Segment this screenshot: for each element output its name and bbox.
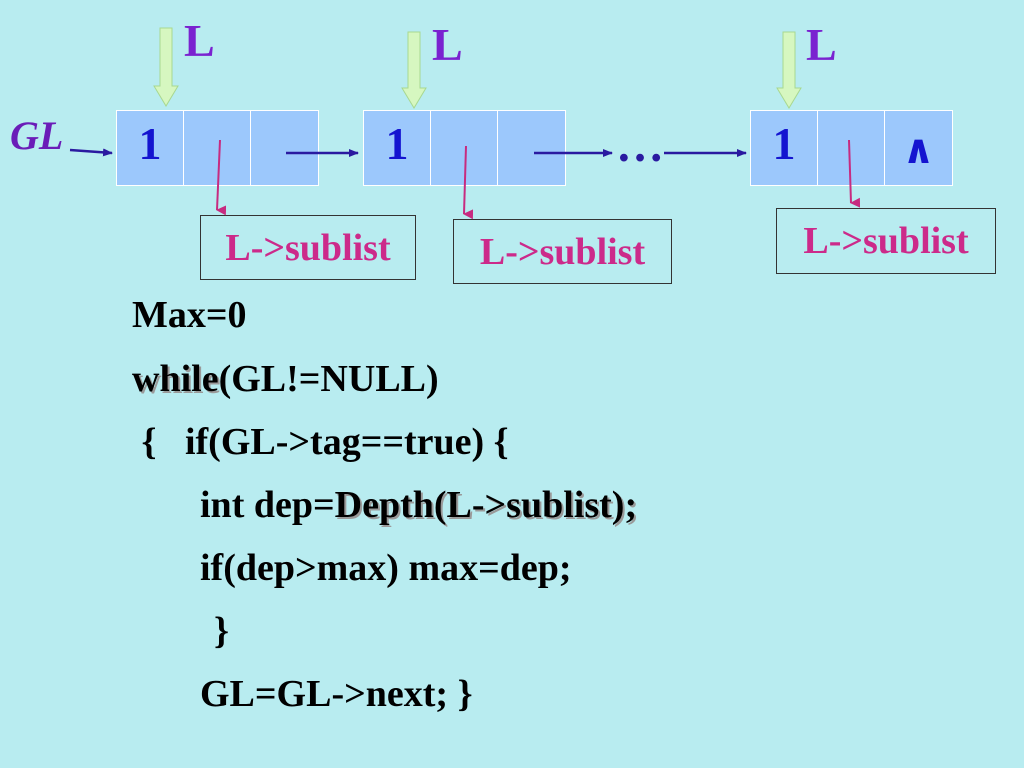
pointer-arrow-1 — [153, 27, 179, 107]
depth-call: Depth(L->sublist); — [334, 484, 638, 526]
null-symbol: ∧ — [902, 127, 935, 172]
tag-cell: 1 — [117, 111, 184, 185]
tag-value: 1 — [138, 118, 162, 169]
sublist-arrow-3 — [848, 139, 861, 208]
list-node-1: 1 — [116, 110, 319, 186]
code-line-2: while(GL!=NULL) — [132, 360, 439, 398]
tag-value: 1 — [385, 118, 409, 169]
sublist-cell — [818, 111, 885, 185]
code-line-7: GL=GL->next; } — [200, 673, 473, 715]
sublist-cell — [184, 111, 251, 185]
sublist-arrow-2 — [463, 145, 474, 220]
head-link-arrow — [69, 148, 113, 157]
pointer-arrow-3 — [776, 31, 802, 109]
tag-cell: 1 — [364, 111, 431, 185]
while-keyword: while — [132, 358, 219, 400]
list-node-3: 1 ∧ — [750, 110, 953, 186]
pointer-label-3: L — [806, 19, 837, 70]
code-line-5: if(dep>max) max=dep; — [200, 547, 572, 589]
tag-value: 1 — [772, 118, 796, 169]
sublist-cell — [431, 111, 498, 185]
pointer-label-2: L — [432, 19, 463, 70]
head-pointer-label: GL — [10, 113, 64, 158]
code-line-1: Max=0 — [132, 294, 247, 336]
tag-cell: 1 — [751, 111, 818, 185]
code-line-3: { if(GL->tag==true) { — [132, 421, 509, 463]
pointer-label-1: L — [184, 15, 215, 66]
next-cell: ∧ — [885, 111, 952, 185]
dep-declaration: int dep= — [200, 484, 335, 526]
ellipsis: … — [616, 119, 666, 172]
code-line-4: int dep=Depth(L->sublist); — [200, 486, 637, 524]
pointer-arrow-2 — [401, 31, 427, 109]
sublist-box-2: L->sublist — [453, 219, 672, 284]
code-line-6: } — [214, 610, 229, 652]
while-condition: (GL!=NULL) — [218, 358, 439, 400]
sublist-arrow-1 — [216, 139, 227, 216]
sublist-box-1: L->sublist — [200, 215, 416, 280]
sublist-box-3: L->sublist — [776, 208, 996, 274]
